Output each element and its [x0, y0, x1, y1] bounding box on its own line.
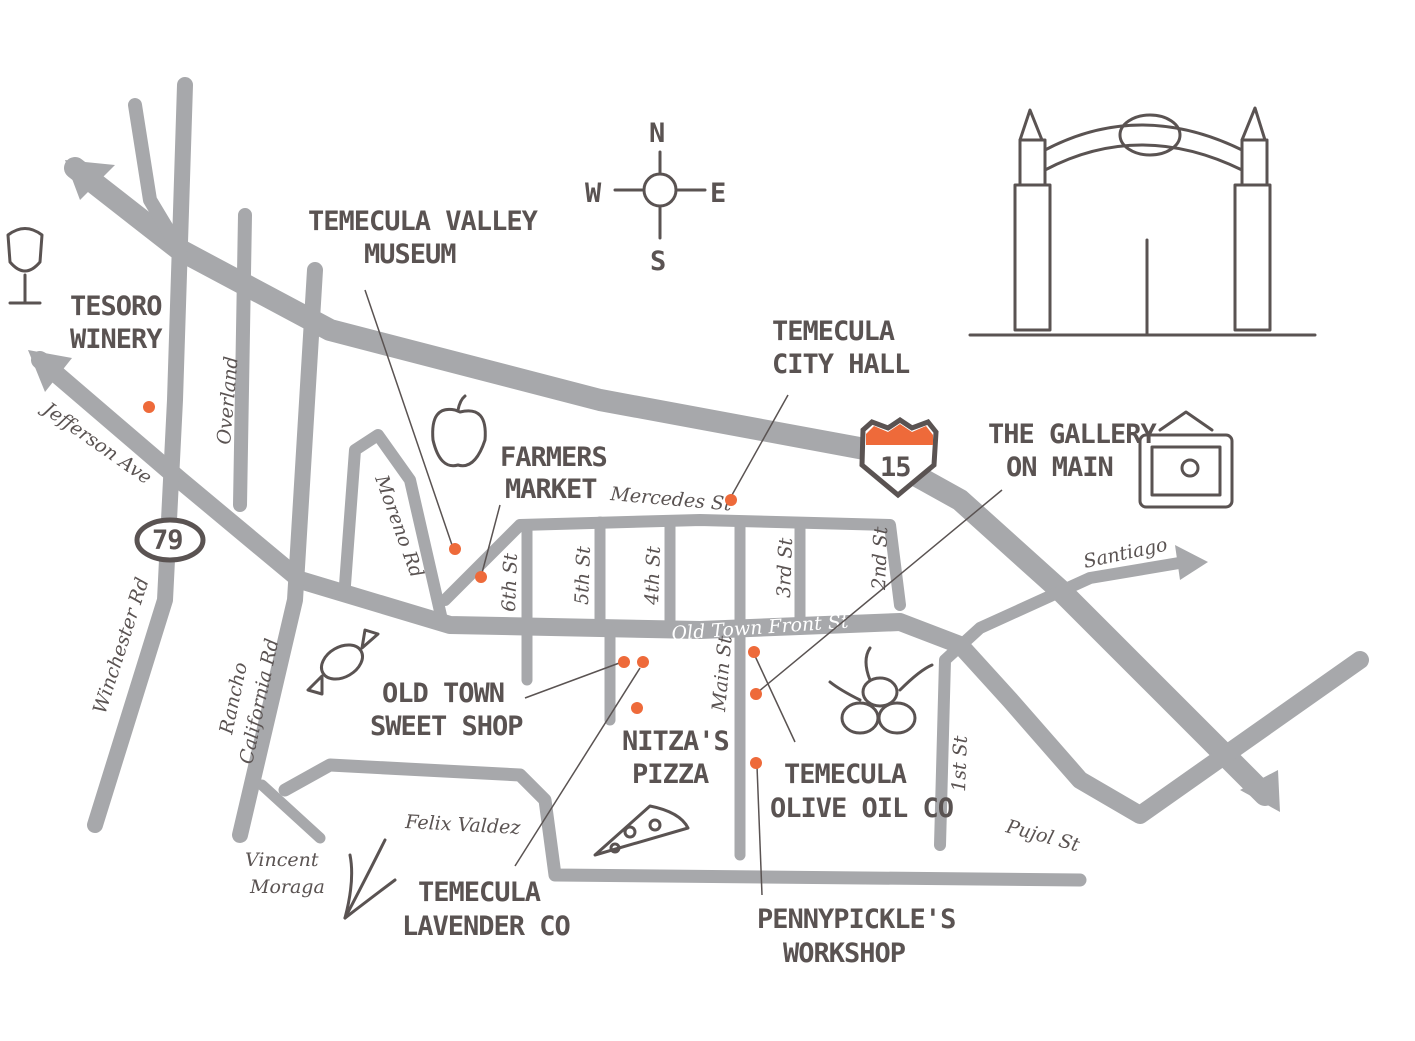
svg-text:SWEET SHOP: SWEET SHOP	[370, 711, 523, 742]
lavender-icon	[343, 838, 397, 920]
candy-icon	[306, 628, 380, 696]
road-first	[934, 556, 1191, 851]
place-tesoro-winery[interactable]: TESORO WINERY	[70, 291, 164, 413]
place-olive-oil[interactable]: TEMECULA OLIVE OIL CO	[748, 646, 955, 824]
svg-text:3rd St: 3rd St	[773, 537, 797, 598]
svg-text:Felix Valdez: Felix Valdez	[404, 811, 522, 839]
apple-icon	[431, 394, 487, 468]
svg-text:TESORO: TESORO	[70, 291, 162, 322]
road-mercedes	[439, 514, 906, 611]
road-overland	[233, 208, 252, 512]
place-museum[interactable]: TEMECULA VALLEY MUSEUM	[308, 206, 540, 555]
svg-text:TEMECULA VALLEY: TEMECULA VALLEY	[308, 206, 539, 237]
place-farmers-market[interactable]: FARMERS MARKET	[475, 442, 608, 583]
svg-text:Old Town Front St: Old Town Front St	[671, 611, 850, 645]
svg-text:CITY HALL: CITY HALL	[772, 349, 910, 380]
svg-text:1st St: 1st St	[948, 735, 972, 792]
arrow-i15	[65, 160, 115, 200]
roads	[28, 77, 1369, 887]
place-nitzas-pizza[interactable]: NITZA'S PIZZA	[622, 702, 730, 790]
picture-frame-icon	[1138, 410, 1234, 509]
svg-text:WINERY: WINERY	[70, 324, 163, 355]
svg-text:PENNYPICKLE'S: PENNYPICKLE'S	[757, 904, 955, 935]
shield-79: 79	[134, 517, 206, 563]
cross-streets	[521, 516, 806, 861]
place-lavender[interactable]: TEMECULA LAVENDER CO	[402, 667, 641, 942]
svg-text:Mercedes St: Mercedes St	[609, 483, 733, 516]
road-felix	[278, 758, 1087, 887]
road-moreno	[339, 429, 448, 626]
shield-i15: 15	[859, 416, 939, 499]
pizza-slice-icon	[593, 804, 690, 857]
svg-text:Vincent: Vincent	[245, 849, 319, 871]
arrow-jefferson	[28, 350, 72, 392]
arrow-i15-se	[1240, 770, 1280, 812]
road-rancho	[232, 262, 323, 843]
old-town-arch-icon	[968, 106, 1317, 337]
place-city-hall[interactable]: TEMECULA CITY HALL	[725, 316, 911, 506]
svg-text:Moraga: Moraga	[249, 876, 325, 898]
svg-text:WORKSHOP: WORKSHOP	[783, 938, 906, 969]
svg-text:THE GALLERY: THE GALLERY	[988, 419, 1158, 450]
svg-text:2nd St: 2nd St	[868, 526, 892, 591]
svg-text:Main St: Main St	[708, 635, 737, 714]
svg-text:OLIVE OIL CO: OLIVE OIL CO	[770, 793, 954, 824]
svg-text:OLD TOWN: OLD TOWN	[382, 678, 504, 709]
place-pennypickle[interactable]: PENNYPICKLE'S WORKSHOP	[750, 757, 956, 969]
arrow-santiago	[1175, 545, 1208, 580]
olives-icon	[828, 646, 934, 735]
svg-text:15: 15	[880, 452, 911, 483]
svg-text:NITZA'S: NITZA'S	[622, 726, 729, 757]
illustrations	[6, 106, 1317, 920]
svg-text:4th St: 4th St	[641, 545, 665, 606]
svg-text:W: W	[585, 178, 602, 209]
compass-rose-icon: N S W E	[585, 118, 726, 277]
svg-text:6th St: 6th St	[498, 552, 522, 612]
place-gallery[interactable]: THE GALLERY ON MAIN	[750, 419, 1159, 700]
svg-text:MUSEUM: MUSEUM	[364, 239, 456, 270]
wine-glass-icon	[6, 227, 44, 305]
svg-text:ON MAIN: ON MAIN	[1006, 452, 1113, 483]
road-jefferson	[31, 351, 1369, 824]
road-vincent	[256, 779, 326, 844]
svg-text:N: N	[649, 118, 664, 149]
svg-text:TEMECULA: TEMECULA	[418, 877, 541, 908]
svg-text:5th St: 5th St	[571, 545, 595, 605]
svg-text:Pujol St: Pujol St	[1003, 815, 1083, 856]
svg-text:S: S	[650, 246, 665, 277]
svg-text:MARKET: MARKET	[505, 474, 597, 505]
svg-text:TEMECULA: TEMECULA	[784, 759, 907, 790]
svg-text:PIZZA: PIZZA	[632, 759, 709, 790]
svg-text:FARMERS: FARMERS	[500, 442, 607, 473]
place-sweet-shop[interactable]: OLD TOWN SWEET SHOP	[370, 656, 649, 742]
svg-text:79: 79	[152, 525, 183, 556]
road-79b	[128, 98, 187, 257]
svg-text:E: E	[710, 178, 725, 209]
svg-text:LAVENDER CO: LAVENDER CO	[402, 911, 571, 942]
places: TESORO WINERY TEMECULA VALLEY MUSEUM FAR…	[70, 206, 1159, 969]
svg-text:TEMECULA: TEMECULA	[772, 316, 895, 347]
